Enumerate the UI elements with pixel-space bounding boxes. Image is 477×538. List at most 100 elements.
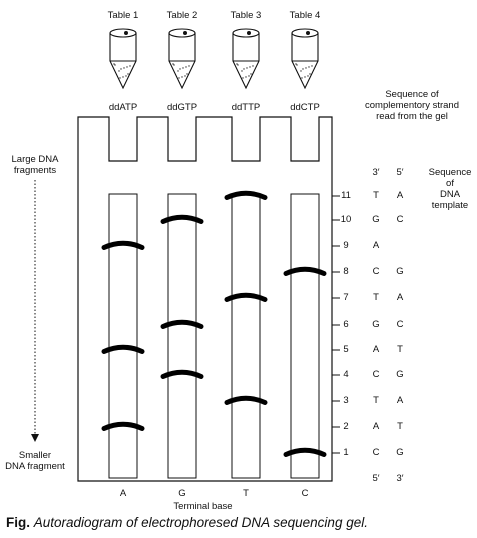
reaction-dot — [241, 70, 243, 72]
band-A-2 — [101, 421, 145, 431]
band-C-8 — [283, 266, 327, 276]
tube-G — [168, 28, 196, 90]
reaction-dot — [119, 77, 121, 79]
tube-label: Table 2 — [166, 10, 198, 21]
small-fragment-line-1: Smaller — [18, 450, 52, 461]
complementary-base: C — [372, 266, 380, 277]
reaction-dot — [129, 65, 131, 67]
reaction-dot — [296, 64, 298, 66]
band-G-6 — [160, 319, 204, 329]
reaction-dot — [246, 67, 248, 69]
complementary-base: C — [372, 369, 380, 380]
complementary-header-line-1: Sequence of — [385, 89, 439, 100]
reaction-dot — [243, 68, 245, 70]
reaction-dot — [120, 68, 122, 70]
band-A-9 — [101, 240, 145, 250]
reaction-dot — [127, 73, 129, 75]
template-base: G — [396, 369, 404, 380]
reaction-dot — [123, 67, 125, 69]
reagent-label: ddCTP — [290, 102, 320, 113]
reagent-label: ddATP — [108, 102, 138, 113]
reaction-dot — [236, 63, 238, 65]
reagent-label: ddGTP — [166, 102, 198, 113]
position-number: 2 — [343, 421, 349, 432]
reaction-dot — [172, 63, 174, 65]
template-header-line-1: Sequence — [428, 167, 472, 178]
template-base: A — [396, 190, 404, 201]
position-number: 4 — [343, 369, 349, 380]
reaction-dot — [177, 70, 179, 72]
reaction-dot — [309, 73, 311, 75]
tube-rim — [232, 28, 260, 38]
gel-outline — [77, 116, 333, 482]
reaction-dot — [308, 66, 310, 68]
complementary-base: A — [372, 240, 380, 251]
tube-cap-dot — [124, 31, 128, 35]
reaction-dot — [300, 70, 302, 72]
reaction-dot — [248, 75, 250, 77]
position-number: 5 — [343, 344, 349, 355]
tube-rim — [168, 28, 196, 38]
caption-prefix: Fig. — [6, 515, 30, 530]
reaction-dot — [311, 65, 313, 67]
terminal-base-label: Terminal base — [173, 501, 233, 512]
terminal-base: T — [243, 488, 249, 499]
position-number: 7 — [343, 292, 349, 303]
tube-rim — [291, 28, 319, 38]
template-base: G — [396, 447, 404, 458]
complementary-base: G — [372, 214, 380, 225]
large-fragments-line-1: Large DNA — [11, 154, 59, 165]
band-T-7 — [224, 292, 268, 302]
terminal-base: A — [119, 488, 127, 499]
reaction-dot — [173, 64, 175, 66]
tube-A — [109, 28, 137, 90]
reaction-dot — [242, 77, 244, 79]
template-header-line-4: template — [431, 200, 469, 211]
reaction-dot — [179, 68, 181, 70]
template-base: T — [397, 421, 403, 432]
reaction-dot — [114, 64, 116, 66]
position-number: 8 — [343, 266, 349, 277]
reaction-dot — [182, 67, 184, 69]
reaction-dot — [252, 65, 254, 67]
band-G-4 — [160, 369, 204, 379]
terminal-base: C — [301, 488, 309, 499]
complementary-base: A — [372, 421, 380, 432]
reaction-dot — [302, 68, 304, 70]
reaction-dot — [237, 64, 239, 66]
reaction-dot — [185, 66, 187, 68]
figure-caption: Fig. Autoradiogram of electrophoresed DN… — [6, 515, 368, 530]
template-strand-bottom-end: 3′ — [396, 473, 404, 484]
complementary-base: T — [373, 190, 379, 201]
template-base: A — [396, 292, 404, 303]
band-G-10 — [160, 214, 204, 224]
reaction-dot — [125, 75, 127, 77]
complementary-base: G — [372, 319, 380, 330]
reaction-dot — [178, 77, 180, 79]
lane-G — [167, 193, 197, 479]
position-number: 10 — [340, 214, 352, 225]
complementary-base: C — [372, 447, 380, 458]
template-base: C — [396, 214, 404, 225]
complementary-base: T — [373, 395, 379, 406]
tube-C — [291, 28, 319, 90]
position-number: 6 — [343, 319, 349, 330]
lane-C — [290, 193, 320, 479]
reaction-dot — [113, 63, 115, 65]
reaction-dot — [118, 70, 120, 72]
complementary-base: T — [373, 292, 379, 303]
caption-text: Autoradiogram of electrophoresed DNA seq… — [33, 515, 368, 530]
reaction-dot — [304, 76, 306, 78]
position-number: 9 — [343, 240, 349, 251]
complementary-header-line-3: read from the gel — [376, 111, 448, 122]
reaction-dot — [295, 63, 297, 65]
lane-T — [231, 193, 261, 479]
band-A-5 — [101, 344, 145, 354]
complementary-base: A — [372, 344, 380, 355]
position-number: 1 — [343, 447, 349, 458]
reaction-dot — [126, 66, 128, 68]
tube-cap-dot — [306, 31, 310, 35]
band-T-3 — [224, 395, 268, 405]
tube-rim — [109, 28, 137, 38]
